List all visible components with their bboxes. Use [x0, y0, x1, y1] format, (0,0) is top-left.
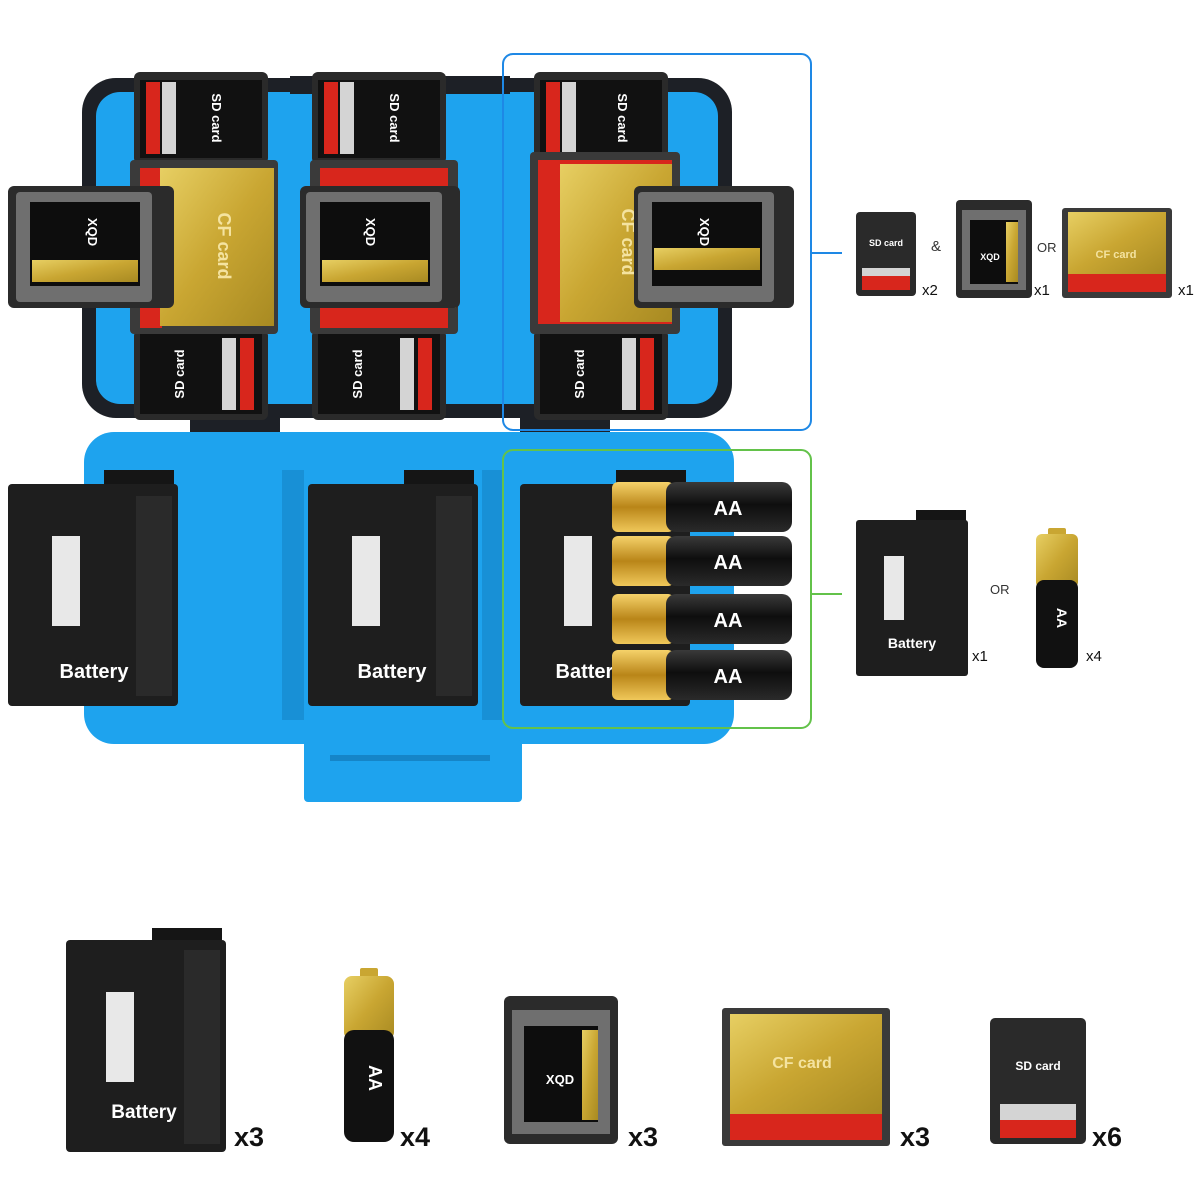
sd-card-icon: SD card [856, 212, 916, 296]
battery-icon: Battery [66, 928, 226, 1152]
xqd-card-icon-label: XQD [980, 252, 1000, 262]
sd-card-label: SD card [350, 349, 365, 398]
battery-icon: Battery [856, 510, 968, 676]
xqd-card-label: XQD [363, 218, 378, 246]
sd-card: SD card [134, 330, 268, 420]
cf-card-label: CF card [618, 208, 638, 275]
capacity-aa-label: AA [365, 1065, 385, 1091]
and-joiner: & [931, 238, 942, 255]
sd-card-label: SD card [172, 349, 187, 398]
sd-card-icon-label: SD card [869, 238, 903, 248]
aa-battery: AA [612, 650, 792, 700]
card-slot-highlight [502, 53, 812, 431]
aa-label: AA [714, 666, 743, 688]
aa-label: AA [714, 498, 743, 520]
sd-count: x2 [922, 282, 938, 299]
cf-card-icon: CF card [1062, 208, 1172, 298]
sd-card-label: SD card [615, 93, 630, 142]
aa-battery: AA [612, 594, 792, 644]
sd-card: SD card [312, 72, 446, 164]
xqd-card: XQD [8, 186, 174, 308]
sd-card: SD card [134, 72, 268, 164]
or-separator: OR [990, 582, 1010, 597]
aa-label: AA [714, 552, 743, 574]
cf-card-icon: CF card [722, 1008, 890, 1146]
capacity-cf-count: x3 [900, 1122, 931, 1152]
capacity-xqd-label: XQD [546, 1072, 574, 1087]
xqd-card-icon: XQD [504, 996, 618, 1144]
case-illustration: SD card SD card SD card SD card SD card … [8, 53, 1172, 802]
sd-card-label: SD card [209, 93, 224, 142]
xqd-card-icon: XQD [956, 200, 1032, 298]
battery-label: Battery [556, 661, 626, 683]
aa-battery: AA [612, 482, 792, 532]
sd-card-label: SD card [387, 93, 402, 142]
cf-count: x1 [1178, 282, 1194, 299]
sd-card-icon: SD card [990, 1018, 1086, 1144]
aa-icon-label: AA [1054, 608, 1070, 628]
capacity-row: Battery AA XQD CF card SD card [66, 928, 1086, 1152]
sd-card: SD card [534, 330, 668, 420]
battery: Battery [8, 470, 178, 706]
battery-label: Battery [60, 661, 130, 683]
or-separator: OR [1037, 240, 1057, 255]
aa-count: x4 [1086, 648, 1102, 665]
battery-icon-label: Battery [888, 635, 936, 651]
capacity-cf-label: CF card [772, 1055, 832, 1072]
sd-card: SD card [312, 330, 446, 420]
aa-battery: AA [612, 536, 792, 586]
battery-count: x1 [972, 648, 988, 665]
capacity-aa-count: x4 [400, 1122, 431, 1152]
capacity-battery-label: Battery [111, 1102, 177, 1123]
xqd-count: x1 [1034, 282, 1050, 299]
sd-card-label: SD card [572, 349, 587, 398]
aa-battery-icon: AA [1036, 528, 1078, 668]
capacity-sd-label: SD card [1015, 1059, 1060, 1073]
xqd-card: XQD [634, 186, 794, 308]
capacity-xqd-count: x3 [628, 1122, 659, 1152]
cf-card-icon-label: CF card [1096, 249, 1137, 261]
aa-battery-icon: AA [344, 968, 394, 1142]
battery: Battery [308, 470, 478, 706]
xqd-card: XQD [300, 186, 460, 308]
battery-slot-highlight [502, 449, 812, 729]
sd-card: SD card [534, 72, 668, 164]
capacity-sd-count: x6 [1092, 1122, 1123, 1152]
xqd-card-label: XQD [85, 218, 100, 246]
battery-label: Battery [358, 661, 428, 683]
aa-label: AA [714, 610, 743, 632]
cf-card-label: CF card [214, 212, 234, 279]
capacity-battery-count: x3 [234, 1122, 265, 1152]
xqd-card-label: XQD [697, 218, 712, 246]
